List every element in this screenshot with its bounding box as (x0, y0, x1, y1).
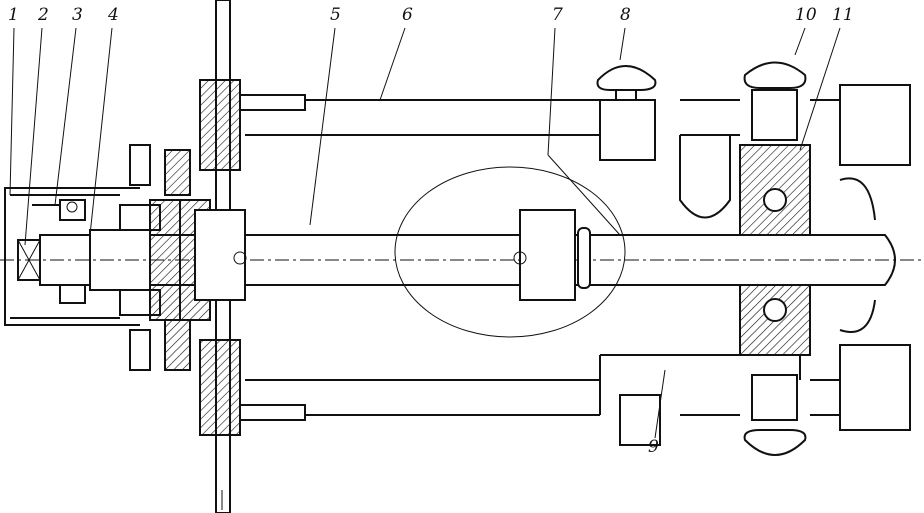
label-9: 9 (648, 437, 659, 457)
label-7: 7 (552, 5, 563, 25)
label-11: 11 (832, 5, 854, 25)
knob-10 (739, 61, 811, 356)
detail-ellipse (394, 166, 626, 338)
label-1: 1 (8, 5, 19, 25)
shaft (0, 209, 924, 301)
label-8: 8 (620, 5, 631, 25)
bearing-block (89, 144, 191, 371)
label-3: 3 (72, 5, 83, 25)
clamp-9 (599, 354, 807, 456)
knob-8 (596, 65, 657, 161)
left-housing (4, 187, 140, 326)
label-4: 4 (107, 5, 119, 25)
label-5: 5 (330, 5, 341, 25)
label-6: 6 (402, 5, 413, 25)
end-cap (839, 84, 911, 431)
tube-body (245, 99, 840, 416)
leader-lines (9, 27, 841, 439)
label-2: 2 (37, 5, 49, 25)
label-10: 10 (795, 5, 817, 25)
